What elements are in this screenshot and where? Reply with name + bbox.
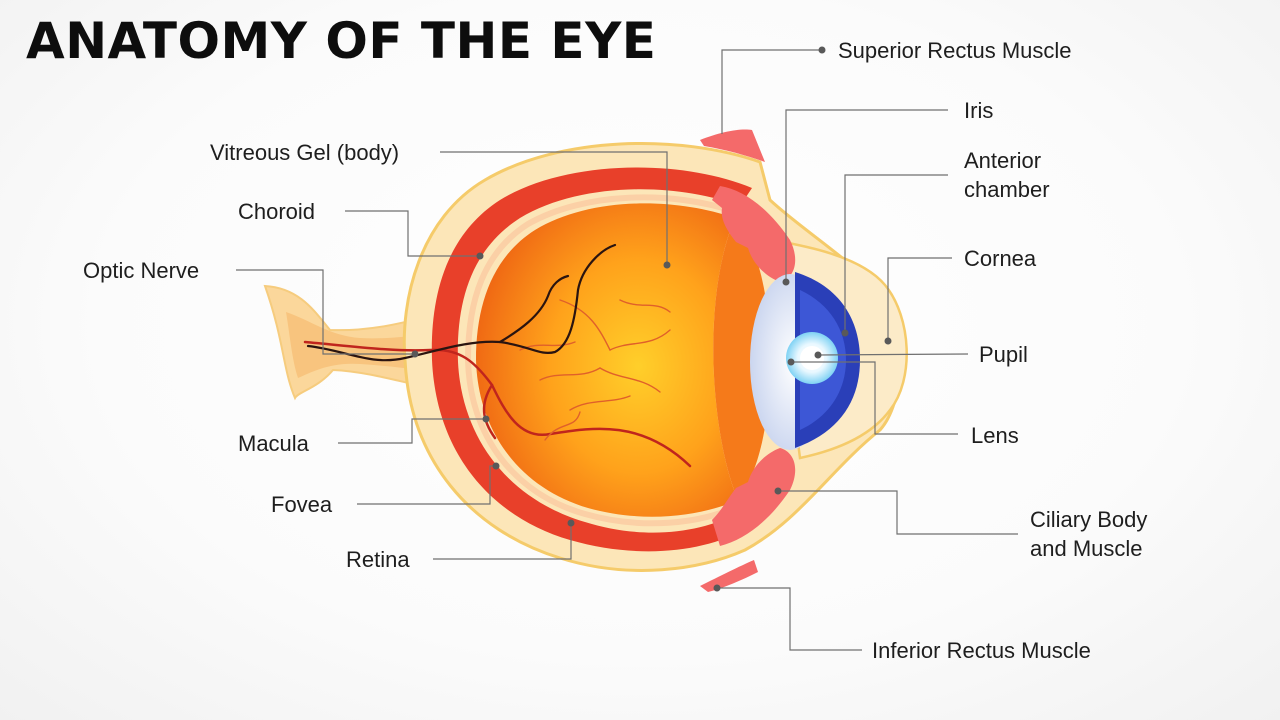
label-inferior-rectus-muscle: Inferior Rectus Muscle — [872, 638, 1091, 663]
page-title: ANATOMY OF THE EYE — [26, 12, 657, 70]
label-lens: Lens — [971, 423, 1019, 448]
nerve-fibers — [306, 243, 617, 362]
label-macula: Macula — [238, 431, 309, 456]
inferior-rectus-shape — [700, 560, 758, 592]
ciliary-body-bottom — [712, 448, 796, 546]
label-optic-nerve: Optic Nerve — [83, 258, 200, 283]
ciliary-body-top — [712, 186, 796, 282]
label-fovea: Fovea — [271, 492, 333, 517]
leader-lines — [236, 46, 1018, 651]
label-anterior-chamber-line1: Anterior — [964, 148, 1042, 173]
label-ciliary-body-line1: Ciliary Body — [1030, 507, 1148, 532]
label-iris: Iris — [964, 98, 994, 123]
label-cornea: Cornea — [964, 246, 1037, 271]
vitreous-edge — [713, 218, 770, 500]
label-pupil: Pupil — [979, 342, 1028, 367]
label-retina: Retina — [346, 547, 410, 572]
label-choroid: Choroid — [238, 199, 316, 224]
blood-vessels — [303, 340, 692, 468]
pupil — [786, 332, 838, 384]
label-superior-rectus-muscle: Superior Rectus Muscle — [838, 38, 1072, 63]
label-vitreous-gel: Vitreous Gel (body) — [210, 140, 400, 165]
label-ciliary-body-line2: and Muscle — [1030, 536, 1143, 561]
label-anterior-chamber-line2: chamber — [964, 177, 1050, 202]
vitreous-body — [476, 203, 738, 517]
superior-rectus-shape — [700, 129, 765, 162]
